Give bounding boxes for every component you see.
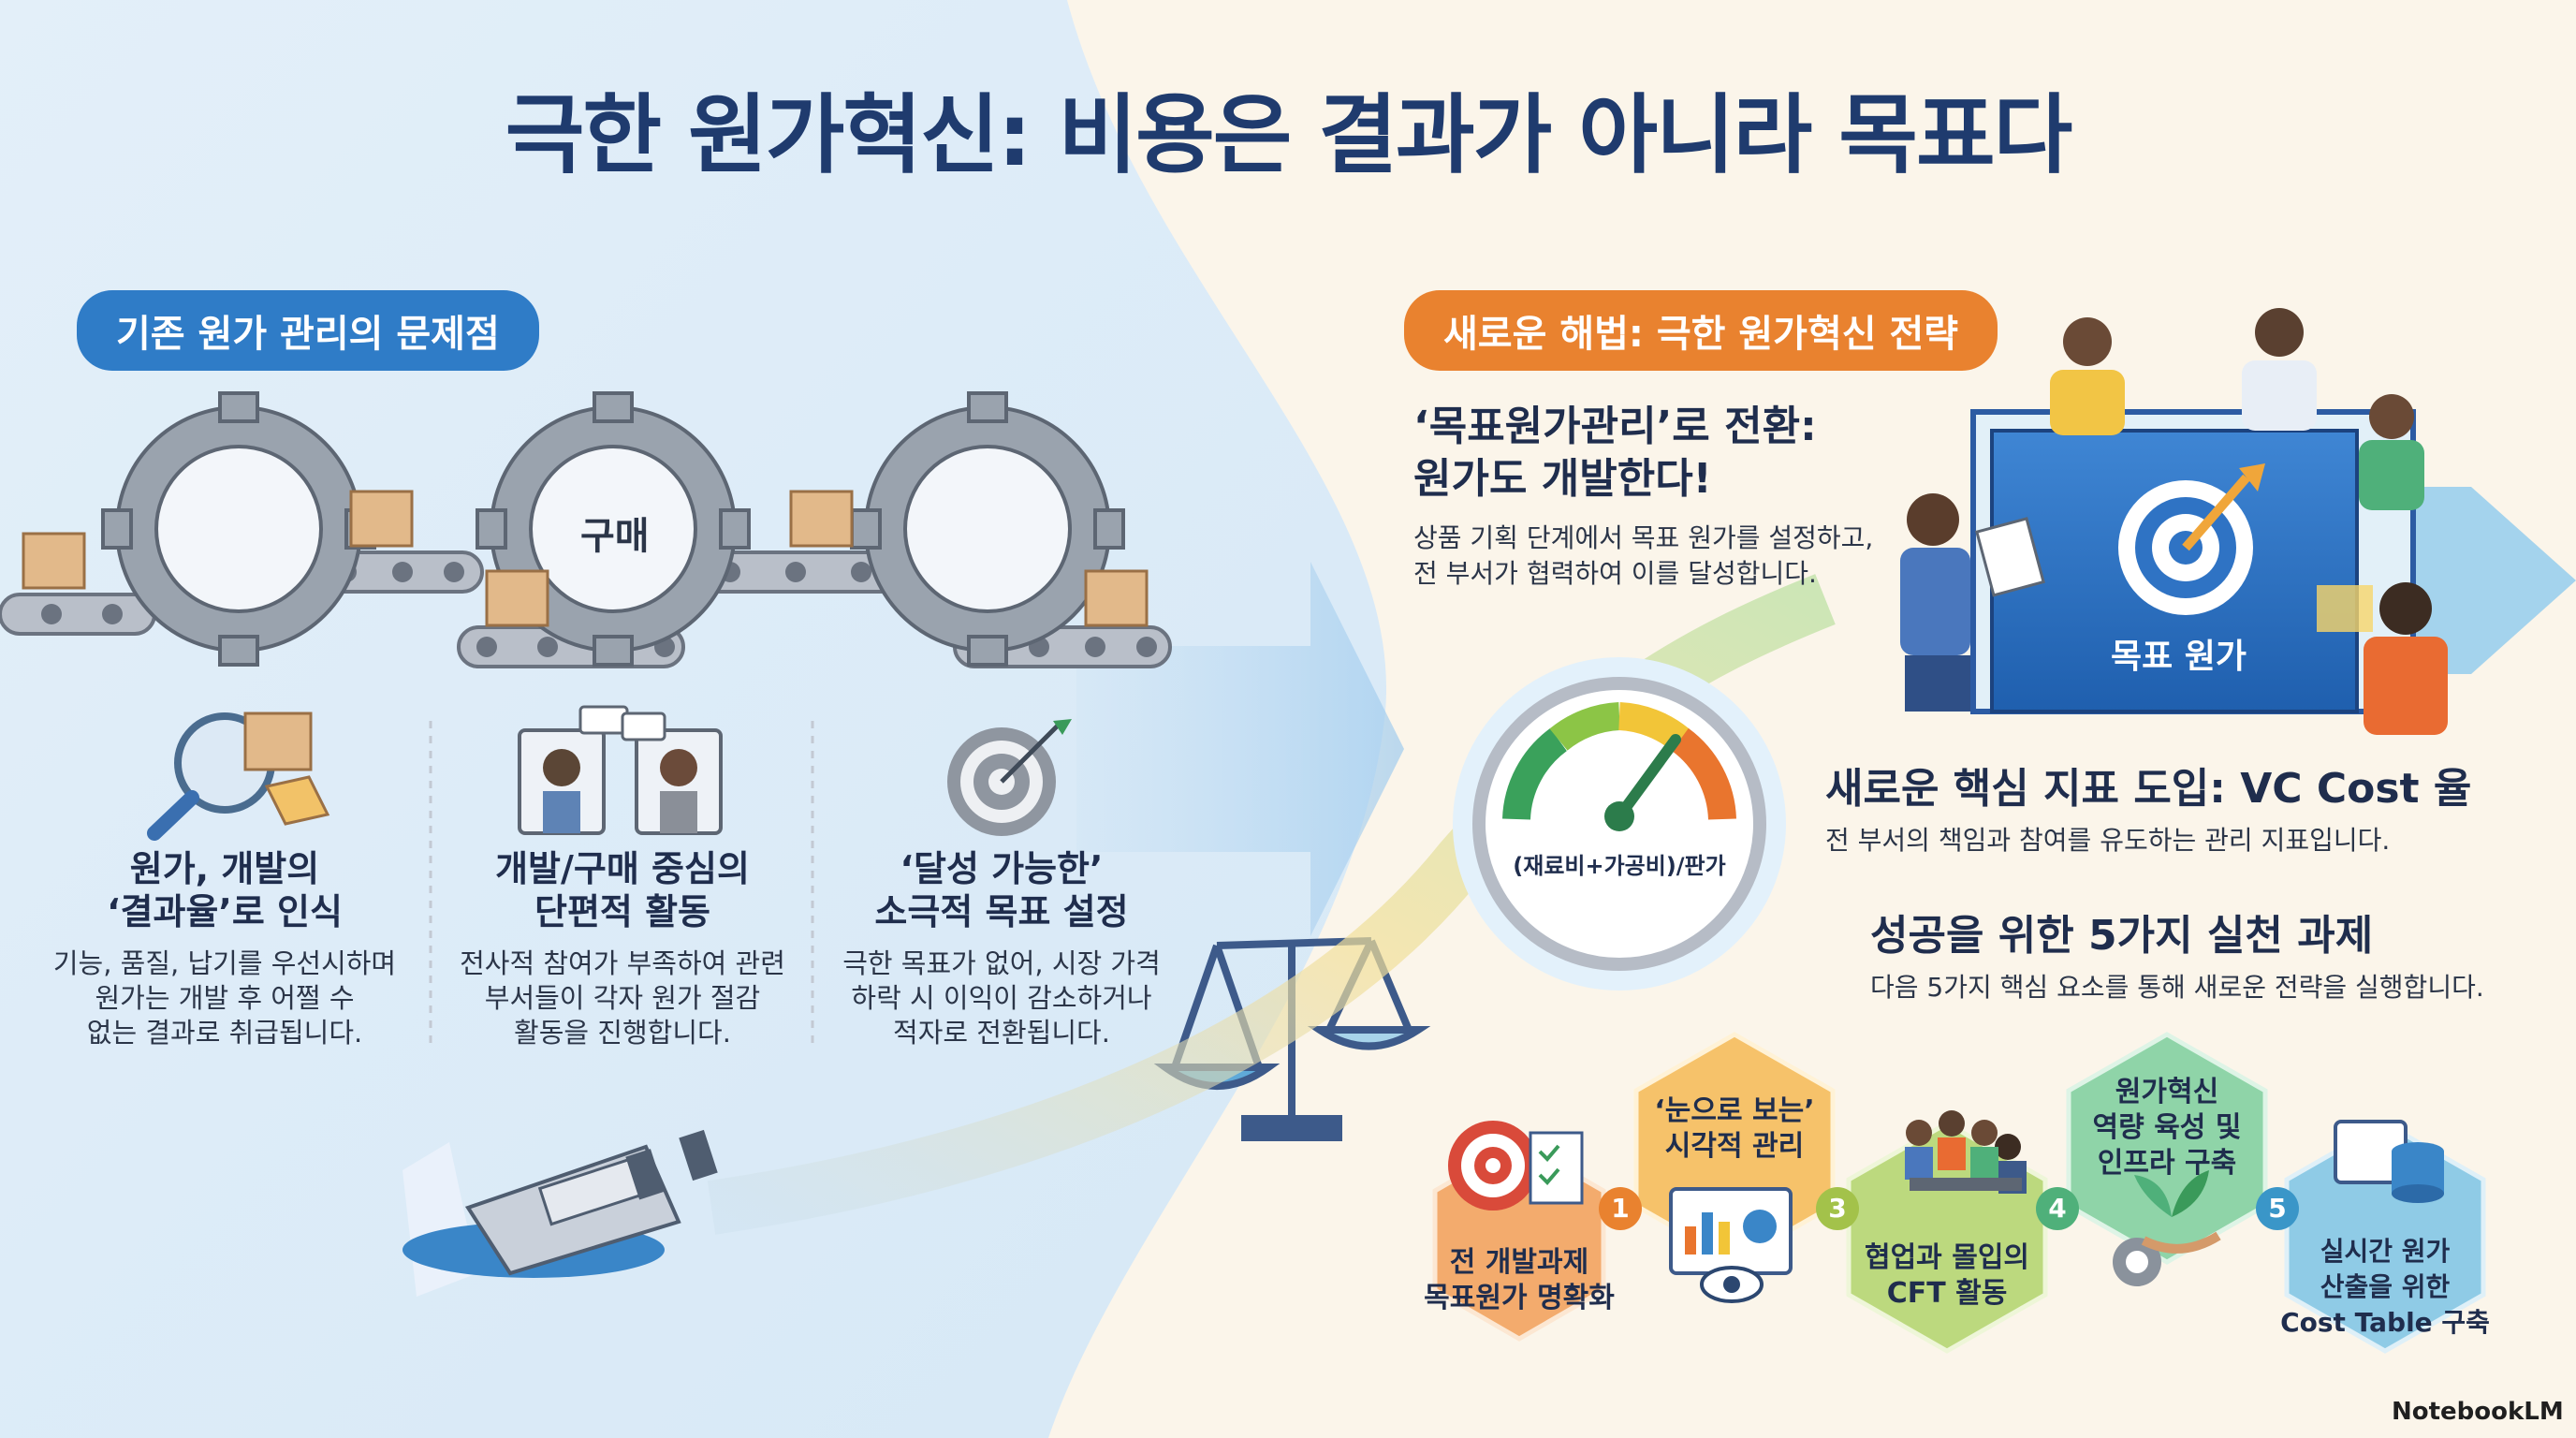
phone-call-icon <box>518 705 723 835</box>
task-number-1: 1 <box>1599 1187 1642 1230</box>
problem-title: 원가, 개발의 ‘결과율’로 인식 <box>107 848 343 932</box>
task-label-3: 협업과 몰입의 CFT 활동 <box>1864 1241 2030 1310</box>
problem-title: 개발/구매 중심의 단편적 활동 <box>495 848 750 932</box>
target-icon <box>947 719 1072 836</box>
problem-card-1: 원가, 개발의 ‘결과율’로 인식 기능, 품질, 납기를 우선시하며 원가는 … <box>37 847 412 1050</box>
section-desc: 상품 기획 단계에서 목표 원가를 설정하고, 전 부서가 협력하여 이를 달성… <box>1413 522 1874 589</box>
gear-label: 구매 <box>580 515 650 558</box>
team-meeting-icon <box>1905 1110 2027 1194</box>
target-cost-label: 목표 원가 <box>2111 638 2247 676</box>
problem-desc: 기능, 품질, 납기를 우선시하며 원가는 개발 후 어쩔 수 없는 결과로 취… <box>52 947 397 1049</box>
task-number-5: 5 <box>2256 1187 2299 1230</box>
sinking-ship-icon <box>402 1129 718 1297</box>
section-title: ‘목표원가관리’로 전환: 원가도 개발한다! <box>1413 403 1817 503</box>
section-title: 새로운 핵심 지표 도입: VC Cost 율 <box>1825 765 2472 813</box>
task-label-4: 원가혁신 역량 육성 및 인프라 구축 <box>2092 1076 2242 1180</box>
checklist-target-icon <box>1448 1121 1584 1211</box>
problem-desc: 극한 목표가 없어, 시장 가격 하락 시 이익이 감소하거나 적자로 전환됩니… <box>842 947 1161 1049</box>
section-target-cost: ‘목표원가관리’로 전환: 원가도 개발한다! 상품 기획 단계에서 목표 원가… <box>1413 401 1900 592</box>
task-number-3: 3 <box>1816 1187 1859 1230</box>
section-desc: 전 부서의 책임과 참여를 유도하는 관리 지표입니다. <box>1825 825 2391 856</box>
task-label-5: 실시간 원가 산출을 위한 Cost Table 구축 <box>2280 1236 2490 1338</box>
page-title: 극한 원가혁신: 비용은 결과가 아니라 목표다 <box>505 85 2072 185</box>
problem-desc: 전사적 참여가 부족하여 관련 부서들이 각자 원가 절감 활동을 진행합니다. <box>460 947 785 1049</box>
magnifier-icon <box>147 712 330 841</box>
problems-badge: 기존 원가 관리의 문제점 <box>77 290 539 371</box>
problem-title: ‘달성 가능한’ 소극적 목표 설정 <box>874 848 1129 932</box>
database-icon <box>2334 1120 2444 1203</box>
gear-plant-icon <box>2113 1170 2221 1286</box>
task-label-1: 전 개발과제 목표원가 명확화 <box>1424 1246 1615 1314</box>
dashboard-eye-icon <box>1669 1187 1793 1303</box>
gauge-label: (재료비+가공비)/판가 <box>1513 853 1726 879</box>
task-number-4: 4 <box>2036 1187 2079 1230</box>
people-icon <box>1900 308 2448 735</box>
task-label-2: ‘눈으로 보는’ 시각적 관리 <box>1654 1094 1815 1163</box>
gauge-icon <box>1453 657 1786 990</box>
solution-badge: 새로운 해법: 극한 원가혁신 전략 <box>1404 290 1998 371</box>
section-five-tasks: 성공을 위한 5가지 실천 과제 다음 5가지 핵심 요소를 통해 새로운 전략… <box>1870 910 2544 1005</box>
section-desc: 다음 5가지 핵심 요소를 통해 새로운 전략을 실행합니다. <box>1870 972 2484 1003</box>
target-board-icon <box>1970 409 2416 714</box>
brand-label: NotebookLM <box>2392 1398 2564 1426</box>
section-title: 성공을 위한 5가지 실천 과제 <box>1870 912 2374 960</box>
section-vc-cost: 새로운 핵심 지표 도입: VC Cost 율 전 부서의 책임과 참여를 유도… <box>1825 763 2537 858</box>
problem-card-3: ‘달성 가능한’ 소극적 목표 설정 극한 목표가 없어, 시장 가격 하락 시… <box>814 847 1189 1050</box>
problem-card-2: 개발/구매 중심의 단편적 활동 전사적 참여가 부족하여 관련 부서들이 각자… <box>435 847 810 1050</box>
